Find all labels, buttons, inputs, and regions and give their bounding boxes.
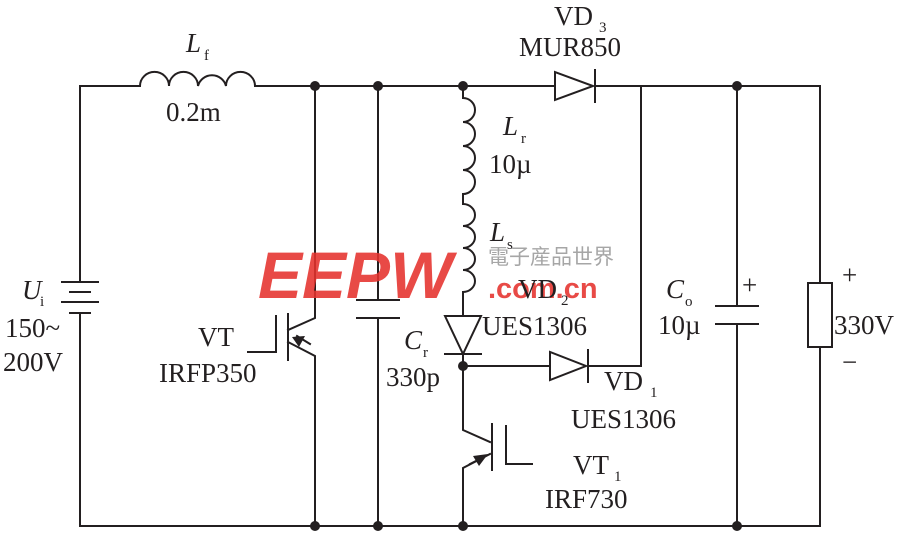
inductor-lr-symbol (461, 96, 476, 196)
junction-dot (732, 521, 742, 531)
load-plus: + (842, 260, 857, 290)
lf-value: 0.2m (166, 97, 221, 127)
vt-source-wire (286, 340, 316, 527)
vt1-drain-wire (462, 403, 492, 444)
lr-value: 10µ (489, 149, 532, 179)
vt1-arrowhead (473, 454, 488, 466)
vd3-part: MUR850 (519, 32, 621, 62)
cr-value: 330p (386, 362, 440, 392)
vd3-subscript: 3 (599, 20, 607, 36)
load-value: 330V (834, 310, 895, 340)
vt-drain-wire (286, 85, 316, 332)
co-polarity: + (742, 270, 757, 300)
vd1-wire (462, 85, 642, 367)
source-subscript: i (40, 294, 44, 310)
vt-gate-line (247, 315, 277, 353)
lf-subscript: f (204, 48, 209, 64)
source-value-line2: 200V (3, 347, 64, 377)
diode-vd3-symbol (554, 69, 596, 103)
vd2-part: UES1306 (482, 311, 587, 341)
vd3-symbol: VD (554, 1, 593, 31)
co-subscript: o (685, 294, 693, 310)
co-symbol: C (666, 274, 685, 304)
vd1-symbol: VD (604, 366, 643, 396)
lr-subscript: r (521, 131, 526, 147)
vt1-symbol: VT (573, 450, 609, 480)
vt-symbol: VT (198, 322, 234, 352)
co-value: 10µ (658, 310, 701, 340)
diode-vd2-symbol (443, 315, 483, 357)
vd1-subscript: 1 (650, 385, 658, 401)
vt-arrowhead (292, 336, 305, 347)
inductor-lf-symbol (138, 70, 257, 88)
vt1-part: IRF730 (545, 484, 628, 514)
lr-symbol: L (502, 111, 518, 141)
source-symbol: U (22, 275, 43, 305)
eepw-watermark: EEPW 電子産品世界 .com.cn (258, 238, 614, 312)
source-value-line1: 150~ (5, 313, 60, 343)
vt1-subscript: 1 (614, 469, 622, 485)
source-battery-symbol (61, 281, 99, 314)
cr-symbol: C (404, 325, 423, 355)
watermark-logo: EEPW (258, 238, 457, 312)
co-symbol (715, 305, 759, 325)
vt1-gate-line (505, 425, 533, 465)
vt1-source-wire (462, 452, 492, 527)
vt-part: IRFP350 (159, 358, 257, 388)
vd2-subscript: 2 (561, 293, 569, 309)
vd1-part: UES1306 (571, 404, 676, 434)
ls-subscript: s (507, 237, 513, 253)
junction-dot (458, 81, 468, 91)
ls-symbol: L (489, 217, 505, 247)
cr-subscript: r (423, 345, 428, 361)
inductor-ls-symbol (461, 202, 476, 294)
diode-vd1-symbol (549, 349, 589, 383)
junction-dot (458, 521, 468, 531)
load-minus: − (842, 347, 857, 377)
junction-dot (373, 521, 383, 531)
lf-symbol: L (185, 28, 201, 58)
junction-dot (373, 81, 383, 91)
junction-dot (458, 361, 468, 371)
vd2-symbol: VD (518, 274, 557, 304)
junction-dot (310, 521, 320, 531)
watermark-cn-name: 電子産品世界 (488, 245, 614, 269)
junction-dot (310, 81, 320, 91)
watermark-url: .com.cn (488, 273, 598, 305)
cap-branch-symbol (356, 299, 400, 319)
load-resistor-symbol (807, 282, 833, 348)
junction-dot (732, 81, 742, 91)
